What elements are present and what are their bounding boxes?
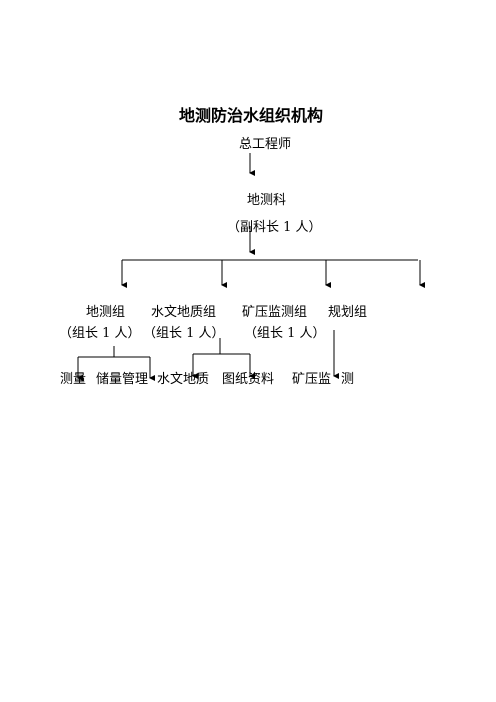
chief-engineer-label: 总工程师 <box>239 137 292 152</box>
group-dice-head: （组长 1 人） <box>59 326 141 341</box>
task-reserve-management: 储量管理 <box>96 372 149 387</box>
task-pressure-monitoring: 矿压监 <box>292 372 332 387</box>
group-pressure-name: 矿压监测组 <box>242 305 308 320</box>
group-dice-name: 地测组 <box>86 305 126 320</box>
page-title: 地测防治水组织机构 <box>179 106 324 125</box>
task-survey: 测量 <box>60 372 87 387</box>
survey-dept-label: 地测科 <box>247 193 287 208</box>
task-pressure-monitoring-tail: 测 <box>341 372 355 387</box>
task-hydrogeology: 水文地质 <box>157 372 210 387</box>
group-planning-name: 规划组 <box>328 305 368 320</box>
task-drawings: 图纸资料 <box>222 372 275 387</box>
group-hydro-name: 水文地质组 <box>151 305 217 320</box>
group-pressure-head: （组长 1 人） <box>244 326 326 341</box>
group-hydro-head: （组长 1 人） <box>143 326 225 341</box>
survey-dept-head: （副科长 1 人） <box>227 220 322 235</box>
